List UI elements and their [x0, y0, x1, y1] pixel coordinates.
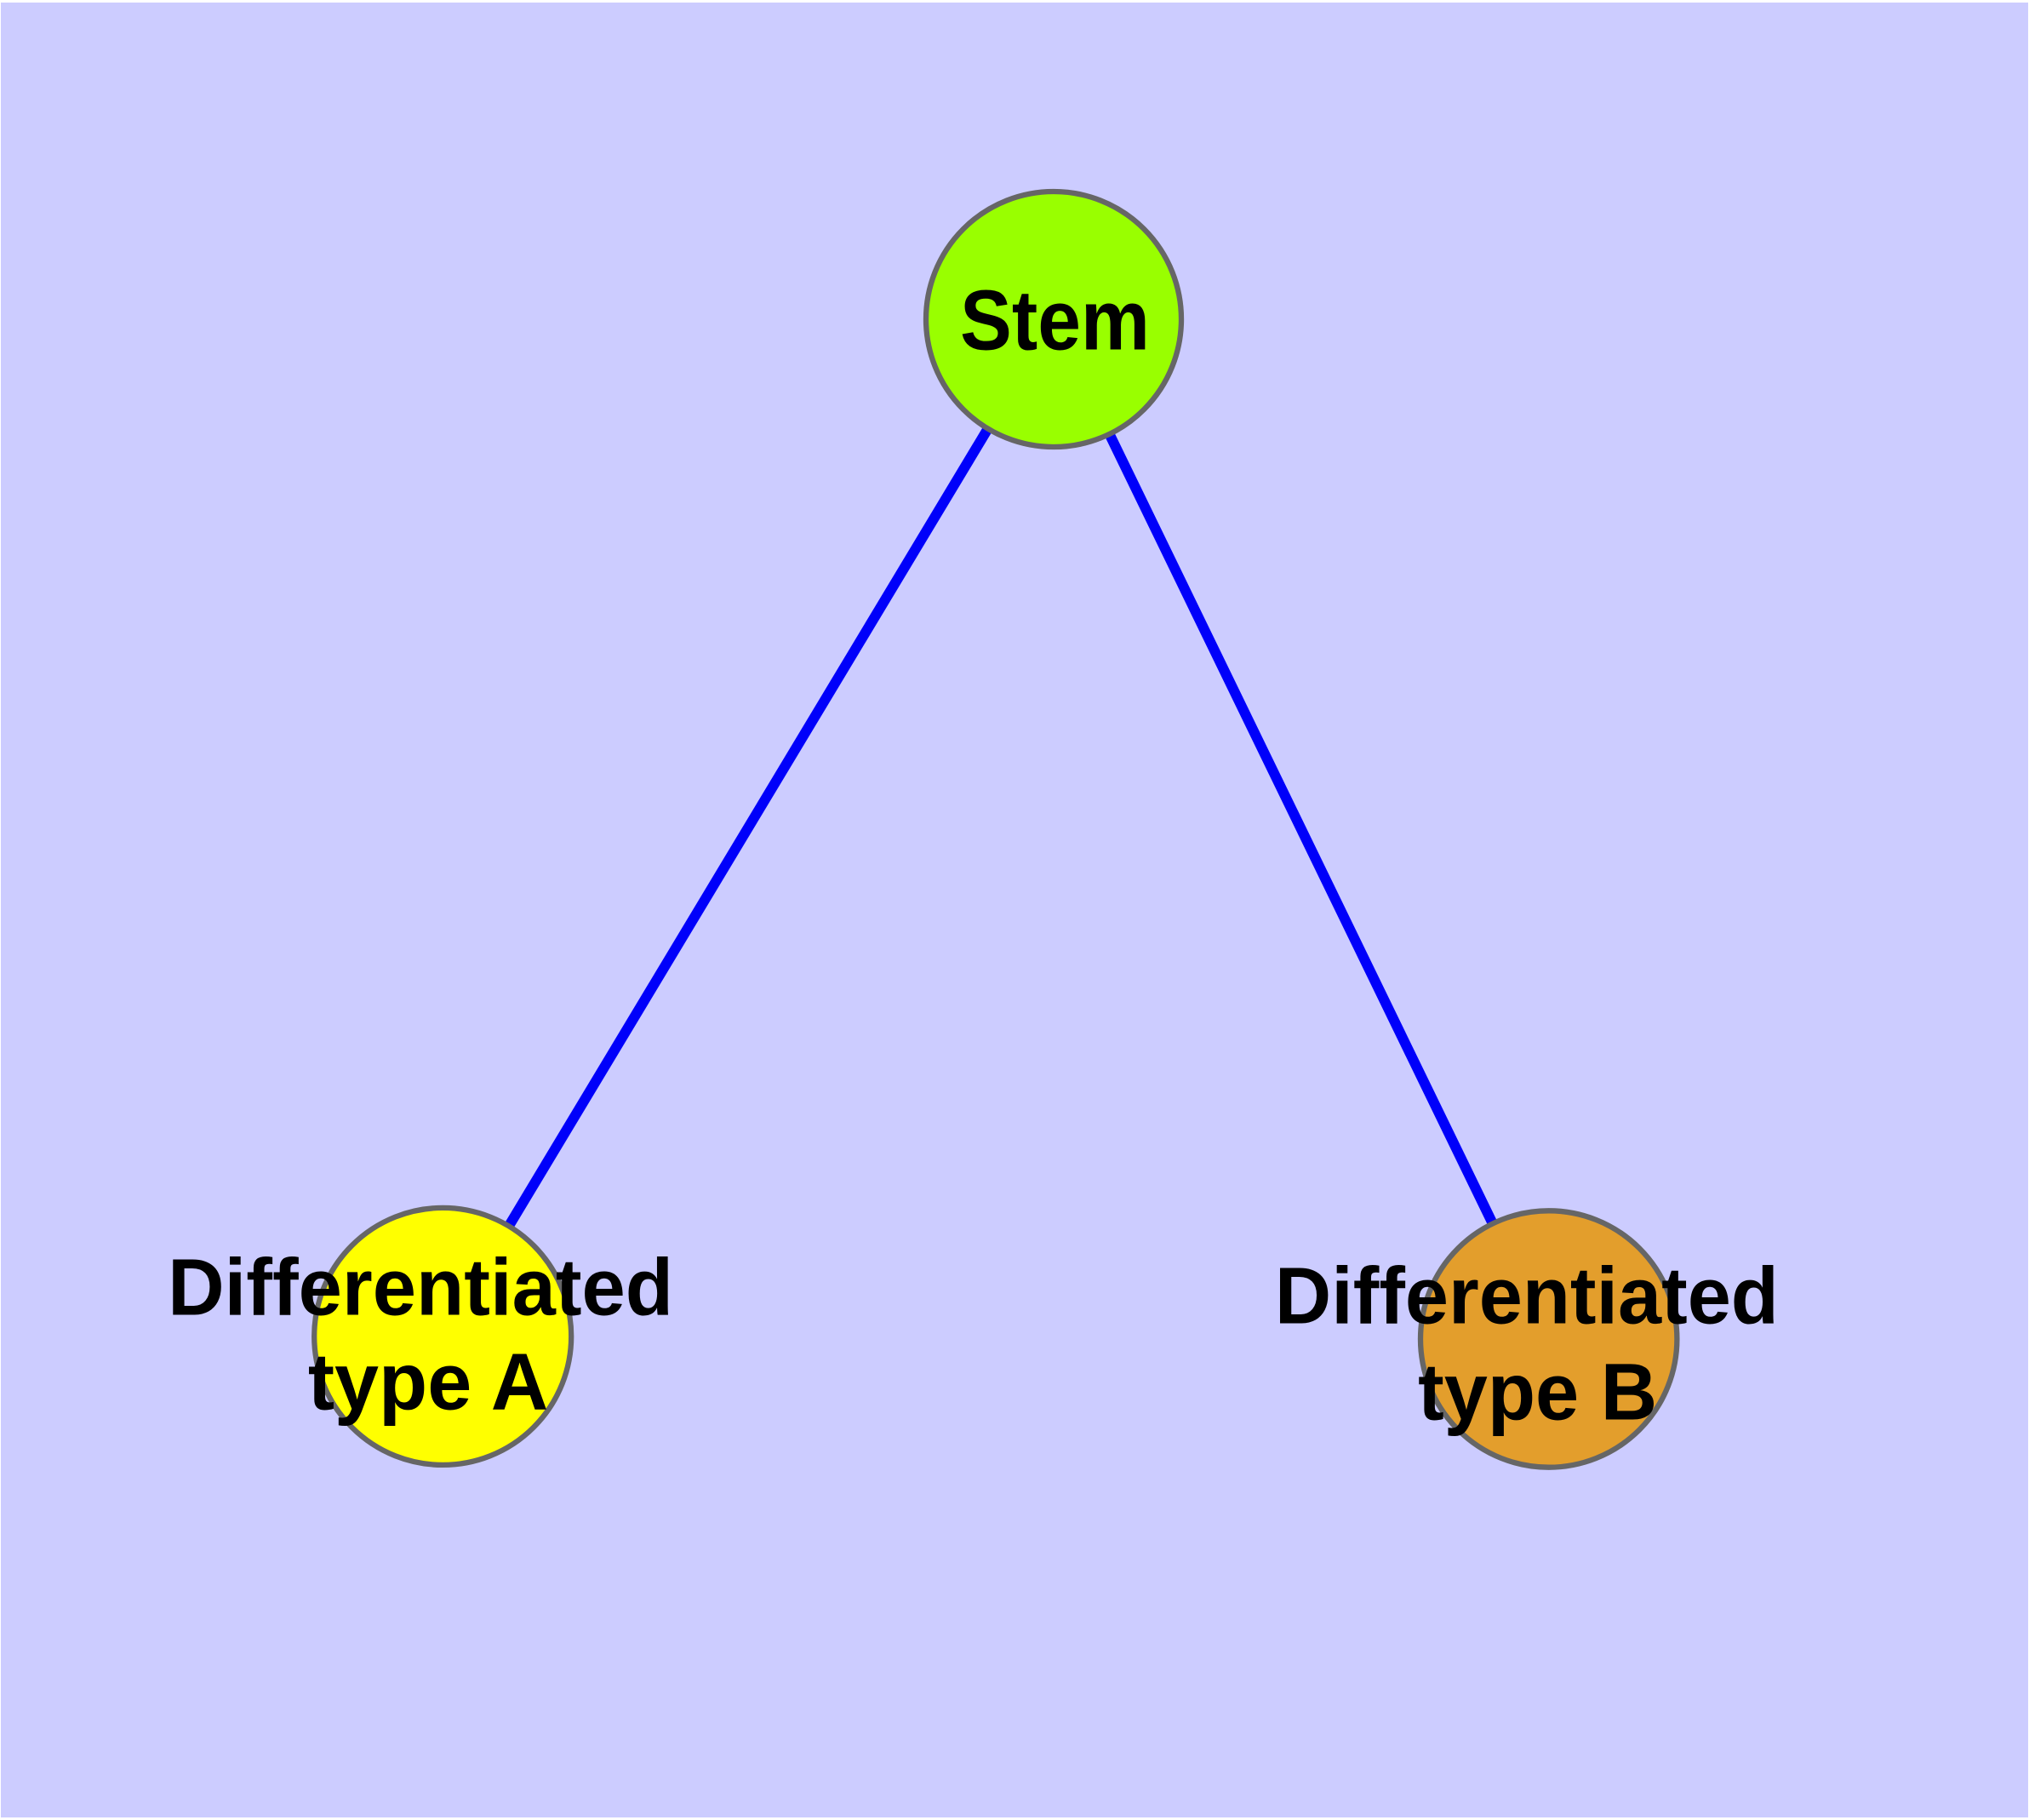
svg-text:Differentiated: Differentiated	[168, 1243, 673, 1333]
svg-text:type A: type A	[308, 1337, 549, 1428]
svg-text:type B: type B	[1418, 1347, 1657, 1437]
svg-text:Stem: Stem	[960, 273, 1150, 369]
svg-text:Differentiated: Differentiated	[1275, 1251, 1779, 1342]
